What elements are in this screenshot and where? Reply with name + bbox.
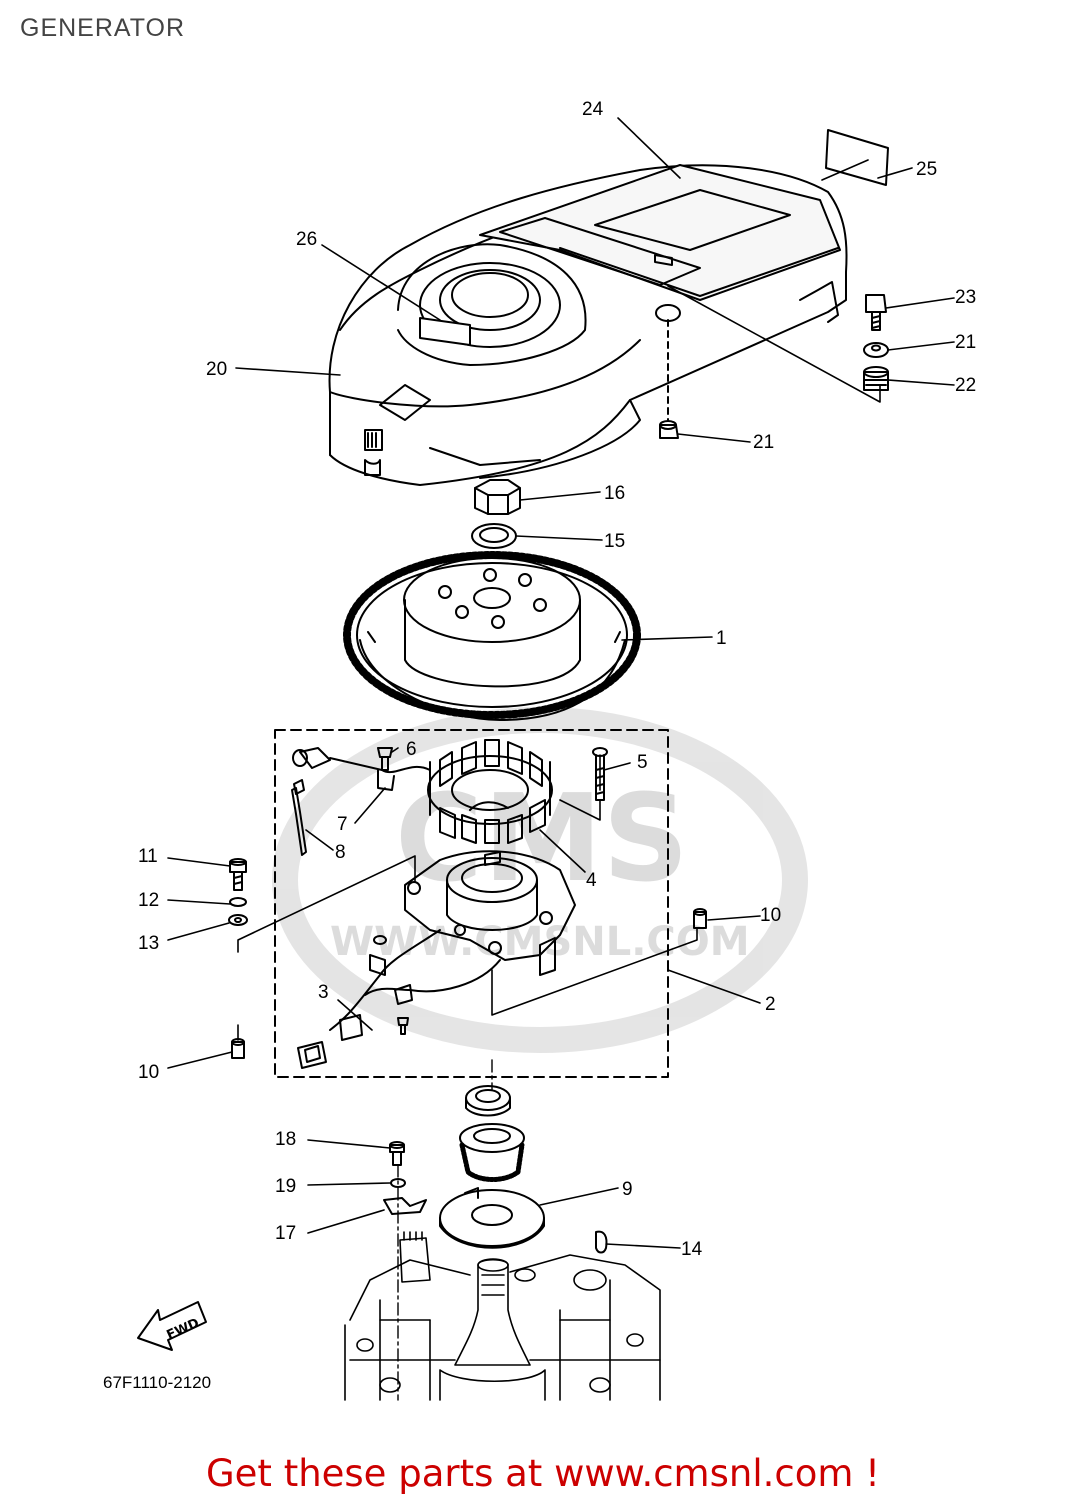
stator-base [404, 850, 576, 976]
screw-6 [377, 747, 393, 771]
collar-21-lower [659, 420, 679, 439]
callout-9: 9 [622, 1179, 633, 1200]
callout-18: 18 [275, 1129, 296, 1150]
page-title: GENERATOR [20, 14, 186, 42]
callout-13: 13 [138, 933, 159, 954]
watermark: CMS WWW.CMSNL.COM [272, 707, 808, 1053]
callout-1: 1 [716, 628, 727, 649]
callout-3: 3 [318, 982, 329, 1003]
callout-12: 12 [138, 890, 159, 911]
footer-link-text[interactable]: Get these parts at www.cmsnl.com ! [205, 1452, 880, 1495]
callout-5: 5 [637, 752, 648, 773]
lock-washer-12 [229, 897, 247, 907]
stay-17 [383, 1197, 427, 1215]
callout-24: 24 [582, 99, 604, 120]
bolt-11 [229, 858, 247, 891]
base-assembly-box [274, 729, 669, 1078]
callout-19: 19 [275, 1176, 296, 1197]
callout-20: 20 [206, 359, 227, 380]
stator [427, 739, 553, 844]
callout-17: 17 [275, 1223, 296, 1244]
callout-2: 2 [765, 994, 776, 1015]
washer-13 [228, 914, 248, 926]
callout-10-right: 10 [760, 905, 781, 926]
plate-9 [439, 1187, 545, 1249]
dowel-pin-10-left [231, 1038, 245, 1059]
watermark-logo: CMS [395, 770, 689, 909]
bolt-23 [865, 294, 887, 331]
powerhead [344, 1231, 661, 1401]
callout-11: 11 [138, 846, 158, 867]
callout-6: 6 [406, 739, 417, 760]
flywheel-cover [328, 164, 848, 486]
callout-15: 15 [604, 531, 625, 552]
band-clamp-8 [291, 779, 307, 856]
callout-7: 7 [337, 814, 348, 835]
screw-18 [389, 1141, 405, 1166]
callout-26: 26 [296, 229, 317, 250]
callout-10-left: 10 [138, 1062, 159, 1083]
fwd-label: FWD [164, 1316, 201, 1344]
wire-harness-3 [297, 929, 501, 1069]
callout-numbers: 24 25 26 23 21 22 20 21 16 15 1 6 5 7 8 … [138, 99, 976, 1260]
drawing-code: 67F1110-2120 [103, 1373, 211, 1392]
washer-15 [471, 523, 517, 549]
grommet-22 [863, 366, 889, 391]
label-plate [825, 129, 889, 186]
flywheel [343, 551, 641, 721]
fwd-arrow-icon [137, 1301, 207, 1351]
dowel-pin-10-right [693, 908, 707, 929]
nut-16 [474, 479, 521, 515]
callout-21-upper: 21 [955, 332, 976, 353]
callout-22: 22 [955, 375, 976, 396]
callout-16: 16 [604, 483, 625, 504]
callout-23: 23 [955, 287, 976, 308]
callout-25: 25 [916, 159, 937, 180]
drive-gear [459, 1123, 525, 1182]
ring-nut [465, 1085, 511, 1117]
leader-lines [167, 117, 955, 1249]
washer-19 [390, 1178, 406, 1188]
callout-21-lower: 21 [753, 432, 774, 453]
callout-4: 4 [586, 870, 597, 891]
callout-8: 8 [335, 842, 346, 863]
key-14 [595, 1230, 608, 1254]
callout-14: 14 [681, 1239, 703, 1260]
